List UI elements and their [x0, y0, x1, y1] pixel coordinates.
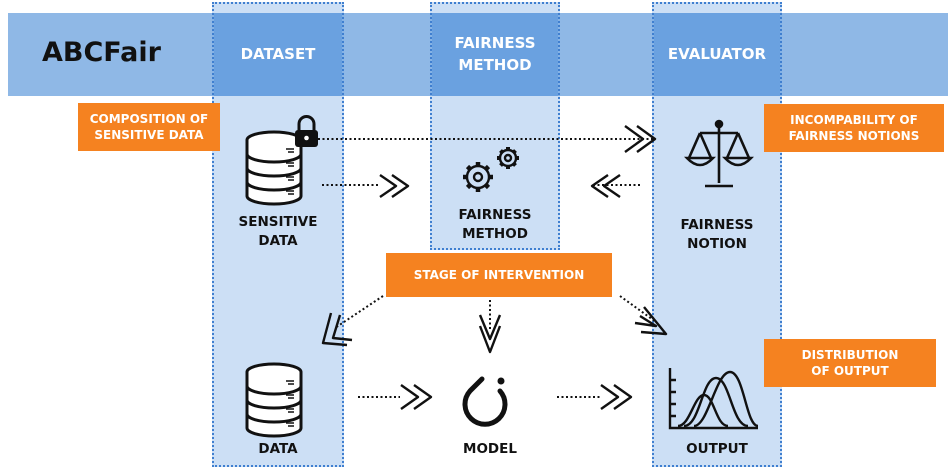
scales-icon	[684, 119, 754, 188]
model-label: MODEL	[463, 441, 517, 457]
fairness-notion-label: FAIRNESS NOTION	[654, 216, 780, 254]
composition-callout-line2: SENSITIVE DATA	[94, 128, 204, 142]
fairness-method-header-line2: METHOD	[458, 56, 532, 74]
brand-title: ABCFair	[42, 37, 161, 68]
output-label: OUTPUT	[686, 441, 748, 457]
sensitive-database-icon	[245, 130, 303, 206]
dataset-header-label: DATASET	[240, 45, 316, 63]
sensitive-data-label-line2: DATA	[258, 233, 298, 249]
fairness-method-header-line1: FAIRNESS	[454, 34, 536, 52]
sensitive-data-label: SENSITIVE DATA	[214, 213, 342, 251]
pytorch-icon	[462, 376, 508, 427]
stage-callout: STAGE OF INTERVENTION	[386, 253, 612, 297]
sensitive-data-label-line1: SENSITIVE	[238, 214, 318, 230]
stage-callout-label: STAGE OF INTERVENTION	[413, 268, 585, 282]
data-database-icon	[245, 362, 303, 438]
dataset-header: DATASET	[214, 13, 342, 96]
fairness-method-label-line1: FAIRNESS	[458, 207, 532, 223]
arrow-heads	[321, 125, 668, 410]
dotted-connectors	[318, 138, 657, 398]
fairness-method-label: FAIRNESS METHOD	[432, 206, 558, 244]
composition-callout: COMPOSITION OF SENSITIVE DATA	[78, 103, 220, 151]
composition-callout-line1: COMPOSITION OF	[89, 112, 209, 126]
lock-icon	[295, 115, 318, 147]
data-label: DATA	[258, 441, 298, 457]
distribution-callout-line2: OF OUTPUT	[811, 364, 889, 378]
gears-icon	[463, 147, 519, 192]
distribution-callout: DISTRIBUTION OF OUTPUT	[764, 339, 936, 387]
fairness-method-label-line2: METHOD	[462, 226, 528, 242]
incompatibility-callout-line1: INCOMPABILITY OF	[790, 113, 918, 127]
fairness-notion-label-line1: FAIRNESS	[680, 217, 754, 233]
incompatibility-callout-line2: FAIRNESS NOTIONS	[788, 129, 920, 143]
fairness-method-header: FAIRNESS METHOD	[432, 13, 558, 96]
fairness-notion-label-line2: NOTION	[687, 236, 747, 252]
distribution-callout-line1: DISTRIBUTION	[801, 348, 899, 362]
distribution-chart-icon	[668, 368, 759, 430]
incompatibility-callout: INCOMPABILITY OF FAIRNESS NOTIONS	[764, 104, 944, 152]
evaluator-header-label: EVALUATOR	[667, 45, 767, 63]
evaluator-header: EVALUATOR	[654, 13, 780, 96]
